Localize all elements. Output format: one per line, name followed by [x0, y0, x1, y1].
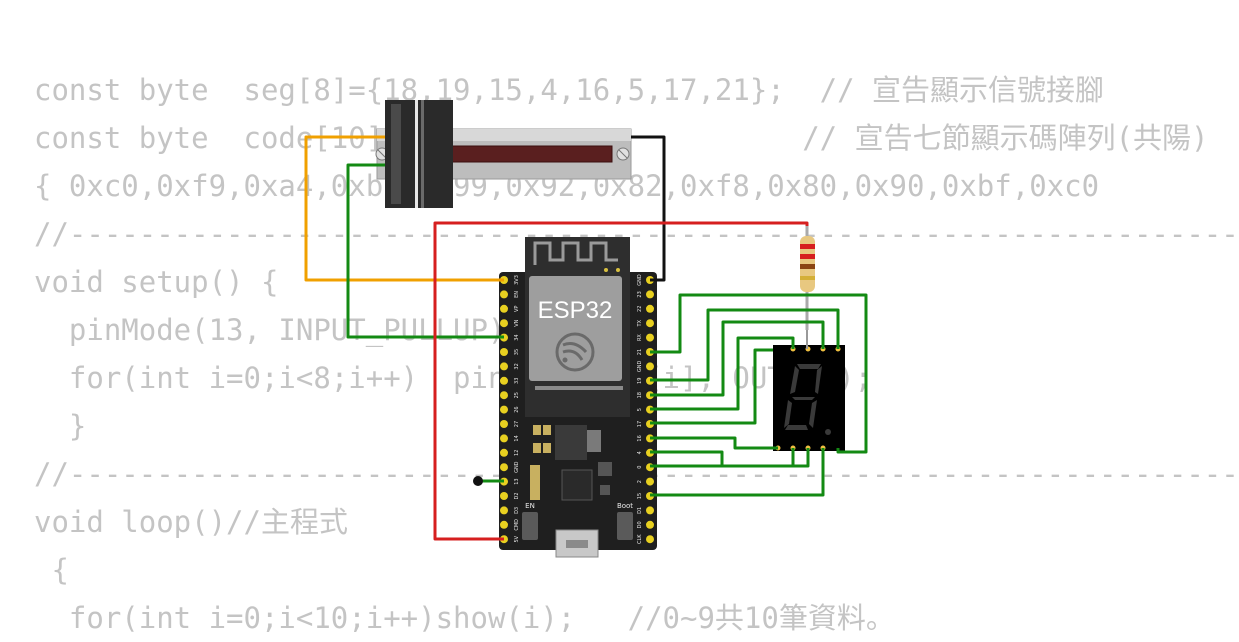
- left-pin-label: D2: [514, 492, 520, 499]
- right-pin-label: 17: [637, 421, 643, 427]
- right-pin-label: GND: [637, 274, 643, 286]
- left-pin-label: 5V: [514, 535, 520, 542]
- right-pin-label: 21: [637, 349, 643, 355]
- left-pin-label: 3V3: [514, 275, 520, 285]
- left-pin[interactable]: [500, 304, 508, 313]
- right-pin[interactable]: [646, 520, 654, 529]
- wire-orange: [304, 135, 504, 282]
- board-title: ESP32: [538, 297, 613, 324]
- left-pin[interactable]: [500, 520, 508, 529]
- code-line: const byte code[10]= // 宣告七節顯示碼陣列(共陽): [34, 121, 1209, 155]
- right-pin-label: D1: [637, 507, 643, 514]
- left-pin-label: 32: [514, 363, 520, 369]
- right-pin-label: GND: [637, 361, 643, 373]
- left-pin[interactable]: [500, 290, 508, 299]
- right-pin-label: 23: [637, 291, 643, 297]
- boot-label: Boot: [617, 502, 633, 510]
- right-pin-label: 5: [637, 408, 643, 411]
- wifi-antenna-icon: [533, 241, 618, 265]
- right-pin-label: D0: [637, 521, 643, 528]
- wires: [304, 135, 868, 541]
- code-line: pinMode(13, INPUT_PULLUP);: [34, 313, 523, 347]
- esp32-board[interactable]: ESP32 Boot EN 3V3ENVPVN34353233252627141…: [499, 237, 657, 558]
- right-pin[interactable]: [646, 319, 654, 328]
- left-pin-label: 27: [514, 421, 520, 427]
- left-pin-label: 14: [514, 435, 520, 441]
- left-pin[interactable]: [500, 463, 508, 472]
- left-pin-label: 26: [514, 406, 520, 412]
- left-pin[interactable]: [500, 492, 508, 500]
- right-pin-label: 15: [637, 493, 643, 499]
- left-pin[interactable]: [500, 448, 508, 457]
- right-pin-label: CLK: [637, 534, 643, 544]
- right-pin-label: 2: [637, 480, 643, 483]
- right-pin-label: 19: [637, 378, 643, 384]
- left-pin-label: 35: [514, 349, 520, 355]
- code-line: for(int i=0;i<10;i++)show(i); //0~9共10筆資…: [34, 601, 895, 635]
- en-label: EN: [525, 502, 535, 510]
- left-pin-label: 25: [514, 392, 520, 398]
- code-line: void loop()//主程式: [34, 505, 348, 539]
- left-pin[interactable]: [500, 376, 508, 385]
- left-pin-label: 13: [514, 478, 520, 484]
- wire-red: [433, 221, 809, 541]
- seven-segment-display[interactable]: [773, 345, 845, 451]
- right-pin-label: 16: [637, 435, 643, 441]
- left-pin-label: VN: [514, 319, 520, 326]
- left-pin-label: GND: [514, 461, 520, 473]
- code-editor[interactable]: const byte seg[8]={18,19,15,4,16,5,17,21…: [34, 66, 1239, 642]
- right-pin[interactable]: [646, 506, 654, 515]
- left-pin[interactable]: [500, 348, 508, 356]
- left-pin-label: 33: [514, 378, 520, 384]
- left-pin[interactable]: [500, 319, 508, 328]
- en-button[interactable]: [522, 512, 538, 540]
- left-pin[interactable]: [500, 434, 508, 443]
- code-line: {: [34, 553, 69, 587]
- right-pin[interactable]: [646, 333, 654, 342]
- right-pin[interactable]: [646, 304, 654, 313]
- right-pin[interactable]: [646, 535, 654, 544]
- right-pin-label: TX: [637, 319, 643, 327]
- right-pin-label: 22: [637, 306, 643, 312]
- ground-junction-dot: [473, 476, 483, 486]
- code-line: void setup() {: [34, 265, 279, 299]
- left-pin-label: EN: [514, 291, 520, 298]
- wire-black: [631, 135, 666, 282]
- right-pin-label: RX: [637, 334, 643, 341]
- right-pin[interactable]: [646, 362, 654, 371]
- left-pin[interactable]: [500, 506, 508, 515]
- right-pin[interactable]: [646, 290, 654, 299]
- slide-potentiometer[interactable]: [375, 100, 632, 208]
- right-pin-label: 0: [637, 466, 643, 469]
- left-pin[interactable]: [500, 405, 508, 414]
- left-pin[interactable]: [500, 391, 508, 400]
- left-pin-label: VP: [514, 306, 520, 312]
- left-pin[interactable]: [500, 420, 508, 428]
- right-pin-label: 18: [637, 392, 643, 398]
- left-pin-label: 12: [514, 450, 520, 456]
- left-pin[interactable]: [500, 362, 508, 371]
- left-pin-label: CMD: [514, 519, 520, 531]
- boot-button[interactable]: [617, 512, 633, 540]
- espressif-logo-icon: [555, 332, 595, 372]
- code-line: }: [34, 409, 87, 443]
- wire-green-pot: [346, 163, 504, 339]
- left-pin-label: 34: [514, 334, 520, 340]
- resistor[interactable]: [800, 225, 815, 330]
- code-line: const byte seg[8]={18,19,15,4,16,5,17,21…: [34, 73, 1105, 107]
- right-pin-label: 4: [637, 451, 643, 454]
- left-pin-label: D3: [514, 507, 520, 514]
- circuit-diagram[interactable]: ESP32 Boot EN 3V3ENVPVN34353233252627141…: [0, 0, 1200, 630]
- right-pin[interactable]: [646, 477, 654, 486]
